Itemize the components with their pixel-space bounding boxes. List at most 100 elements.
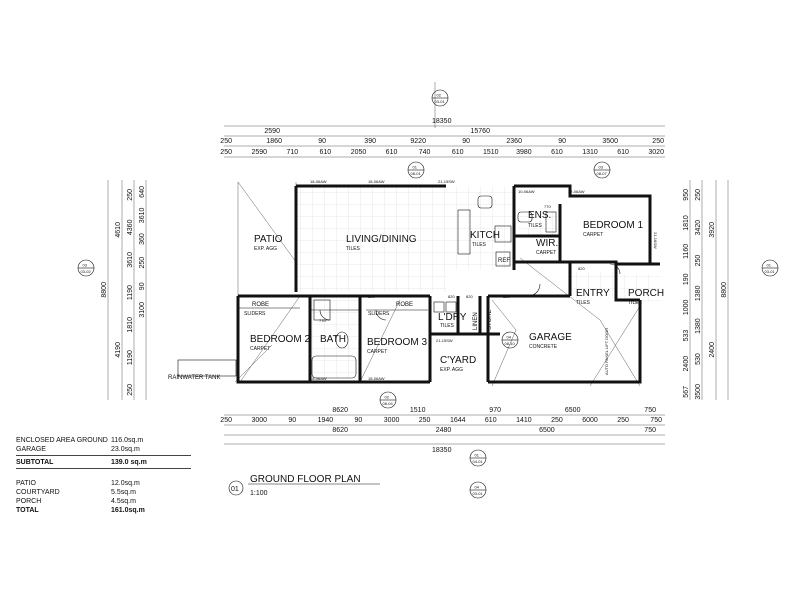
section-markers: 0203-010108-010308-070303-020103-010408-… [77,89,779,499]
dimension-value: 250 [220,149,232,156]
dimension-value: 1810 [127,317,134,333]
dimension-value: 8620 [332,407,348,414]
dimension-value: 250 [617,417,629,424]
area-value: 116.0sq.m [111,437,144,444]
dimension-value: 740 [419,149,431,156]
dimension-value: 610 [485,417,497,424]
finish-bedroom-3: CARPET [367,349,387,355]
dimension-value: 640 [139,186,146,198]
area-value: 139.0 sq.m [111,459,147,466]
dimension-value: 1510 [483,149,499,156]
porch-tiles [620,274,660,302]
label-living: LIVING/DINING [346,234,417,245]
door-note: 12-06AW [568,189,585,194]
area-label: SUBTOTAL [16,459,54,466]
dimension-value: 4360 [127,219,134,235]
dimension-value: 8800 [101,282,108,298]
dimension-value: 610 [452,149,464,156]
dimension-value: 3000 [384,417,400,424]
finish-garage: CONCRETE [529,344,558,350]
dimension-value: 250 [419,417,431,424]
dimension-value: 2590 [264,128,280,135]
dimension-value: 9220 [410,138,426,145]
dimension-value: 610 [320,149,332,156]
dimension-value: 250 [220,138,232,145]
walls [236,184,660,384]
label-bedroom-3: BEDROOM 3 [367,337,427,348]
dimension-value: 3000 [251,417,267,424]
dimension-value: 1380 [695,318,702,334]
finish-living: TILES [346,246,361,252]
dimension-value: 250 [127,384,134,396]
divider [16,455,191,456]
label-entry: ENTRY [576,288,610,299]
dimension-value: 360 [139,233,146,245]
section-marker-id: 03 [83,263,88,268]
dimension-value: 250 [127,189,134,201]
label-bedroom-2: BEDROOM 2 [250,334,310,345]
section-marker-id: 01 [413,165,418,170]
note-robe-mid: SLIDERS [368,311,390,317]
dimension-value: 1810 [683,215,690,231]
area-value: 12.0sq.m [111,480,140,487]
area-label: TOTAL [16,507,39,514]
door-note: 21-15SW [436,338,453,343]
right-dimensions: 9501810116019010005332400567250342025013… [683,180,729,400]
note-robe-left: SLIDERS [244,311,266,317]
section-marker-sheet: 08-01 [411,171,422,176]
dimension-value: 6000 [582,417,598,424]
label-laundry: L'DRY [438,312,467,323]
section-marker-sheet: 03-01 [765,269,776,274]
door-note: 18-06AW [368,376,385,381]
dimension-value: 750 [644,407,656,414]
dimension-value: 530 [695,353,702,365]
label-robe-mid: ROBE [396,302,413,308]
door-note: 770 [544,204,551,209]
dimension-value: 4190 [115,342,122,358]
plan-title: GROUND FLOOR PLAN [250,474,361,485]
finish-laundry: TILES [440,323,455,329]
area-value: 4.5sq.m [111,498,136,505]
dimension-value: 1940 [318,417,334,424]
section-marker-sheet: 08-07 [597,171,608,176]
bath-tiles [312,296,358,378]
finish-porch: TILES [628,300,643,306]
section-marker-sheet: 08-10 [505,341,516,346]
label-ref: REF [498,258,510,264]
dimension-value: 90 [139,282,146,290]
dimension-value: 610 [617,149,629,156]
label-store: STORE [487,309,493,330]
dimension-value: 6500 [565,407,581,414]
dim-top-overall: 18350 [432,118,452,125]
finish-bedroom-2: CARPET [250,346,270,352]
area-value: 161.0sq.m [111,507,145,514]
dimension-value: 3920 [709,222,716,238]
door-note: 820 [368,294,375,299]
dimension-value: 90 [288,417,296,424]
area-label: ENCLOSED AREA GROUND [16,437,108,444]
label-porch: PORCH [628,288,664,299]
room-labels: PATIO EXP. AGG LIVING/DINING TILES KITCH… [168,210,664,381]
dimension-value: 750 [644,427,656,434]
door-note: 820 [503,294,510,299]
label-ensuite: ENS. [528,210,551,221]
dimension-value: 90 [318,138,326,145]
dimension-value: 250 [139,257,146,269]
dimension-value: 4610 [115,222,122,238]
dimension-value: 1000 [683,299,690,315]
label-rainwater-tank: RAINWATER TANK [168,375,220,381]
dimension-value: 15760 [471,128,491,135]
area-label: PATIO [16,480,36,487]
dimension-value: 250 [551,417,563,424]
dimension-value: 1310 [582,149,598,156]
door-note: 18-06AW [368,179,385,184]
left-dimensions: 8800461041902504360361011901810119025064… [101,180,147,400]
section-marker-sheet: 03-01 [473,491,484,496]
section-marker-id: 04 [507,335,512,340]
label-robe-left: ROBE [252,302,269,308]
title-block: 01 GROUND FLOOR PLAN 1:100 [228,474,380,497]
finish-courtyard: EXP. AGG [440,367,463,373]
door-note: 820 [578,266,585,271]
door-note: 18-06AW [310,179,327,184]
